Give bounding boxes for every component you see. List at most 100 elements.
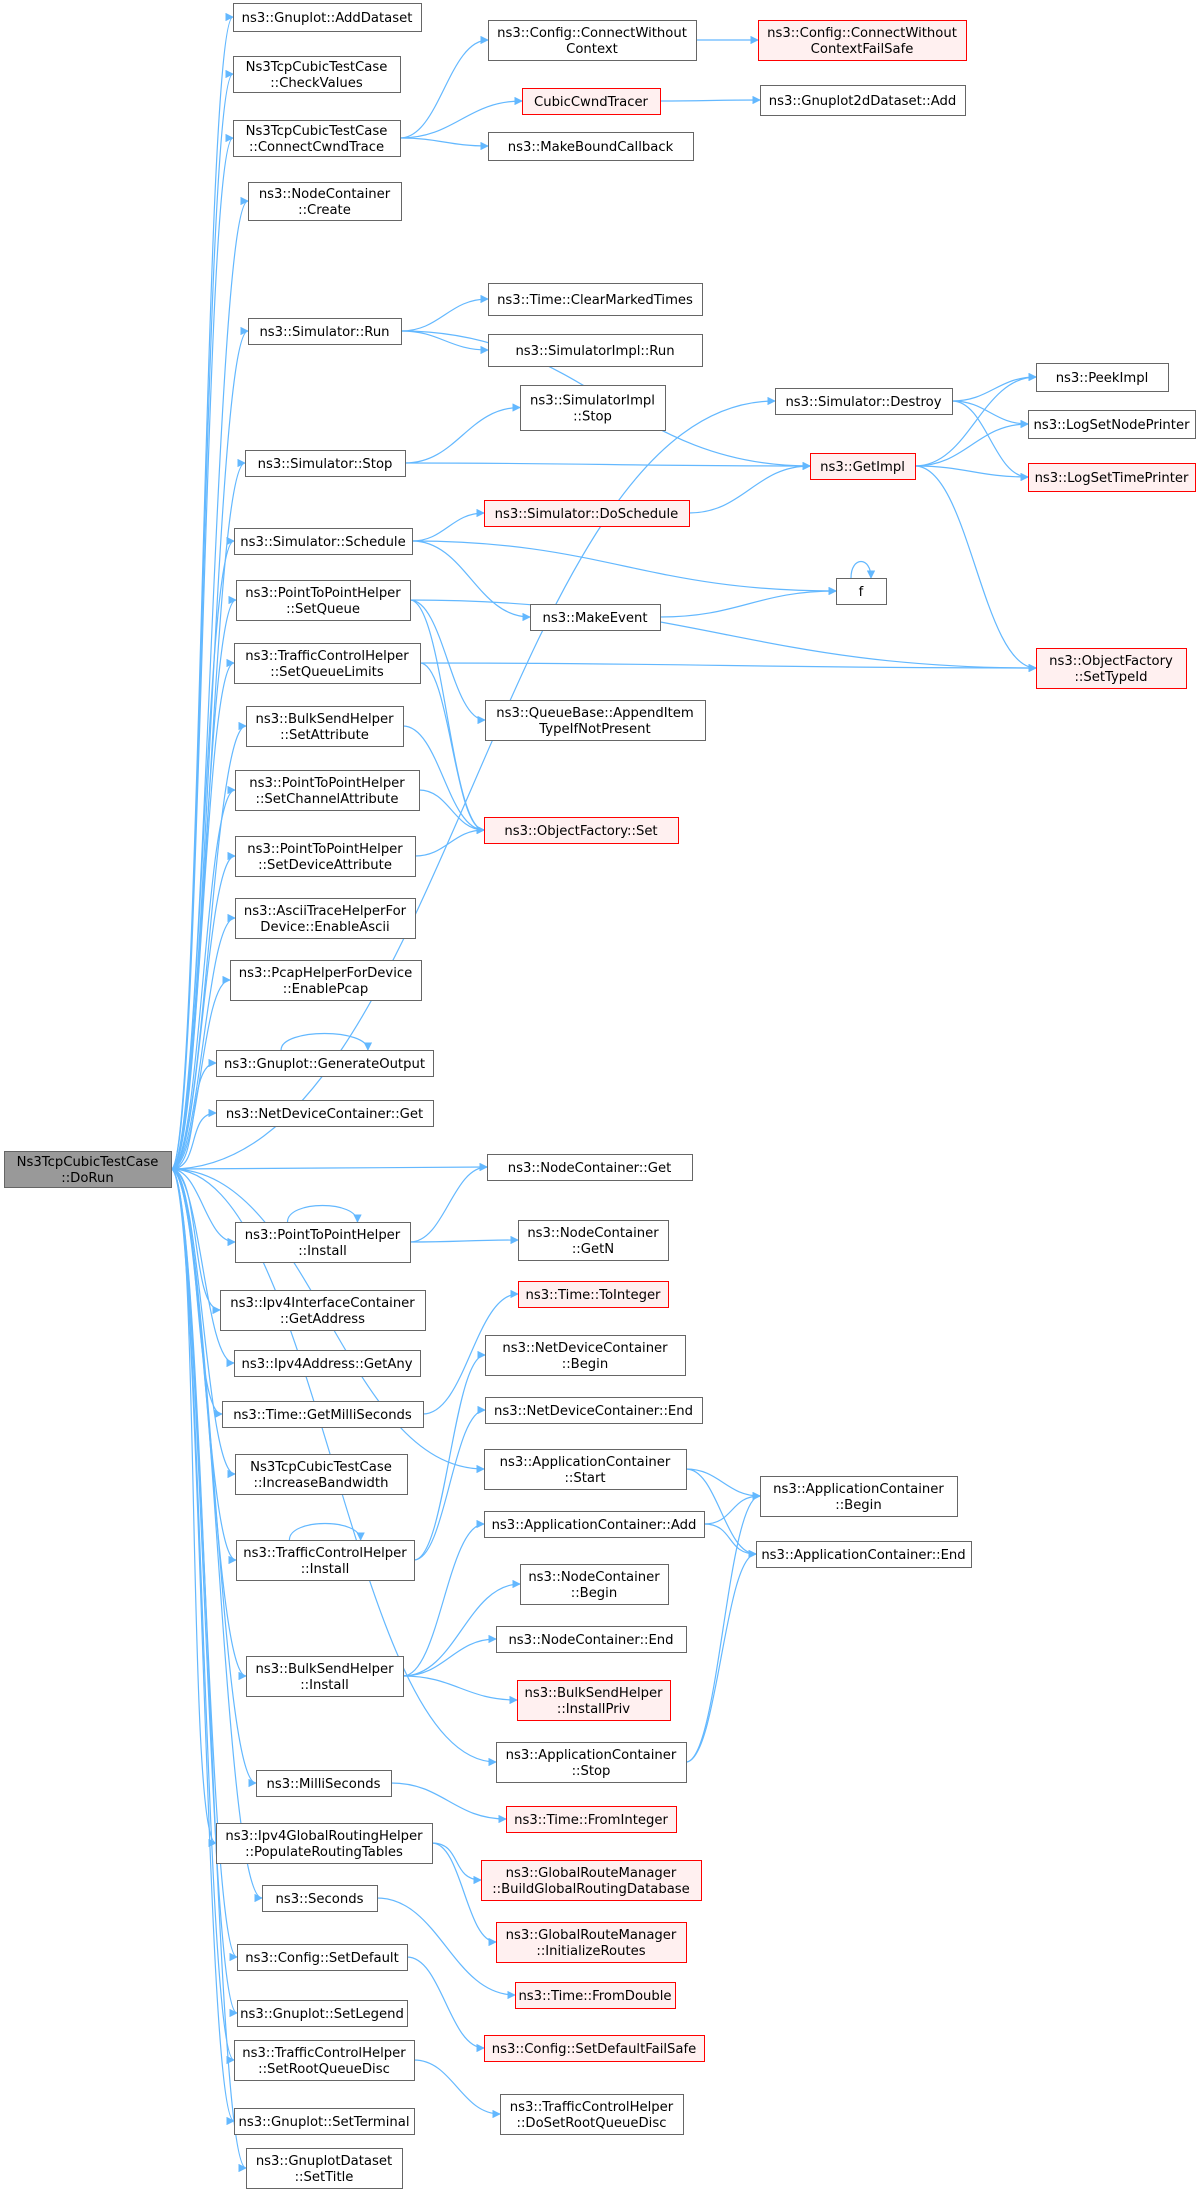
- node-box: [836, 578, 887, 605]
- node-label-line: ::SetTitle: [295, 2170, 354, 2185]
- graph-node-n8[interactable]: ns3::MakeBoundCallback: [488, 132, 694, 161]
- node-box: [233, 56, 401, 93]
- graph-node-n32[interactable]: ns3::AsciiTraceHelperForDevice::EnableAs…: [235, 898, 416, 939]
- edge-n34-to-n34: [280, 1032, 373, 1051]
- graph-node-n56[interactable]: ns3::MilliSeconds: [256, 1770, 392, 1797]
- graph-node-n18[interactable]: ns3::SimulatorImpl::Stop: [520, 385, 666, 431]
- graph-node-n31[interactable]: ns3::PointToPointHelper::SetDeviceAttrib…: [235, 836, 416, 877]
- graph-node-n2[interactable]: Ns3TcpCubicTestCase::CheckValues: [233, 56, 401, 93]
- node-label-line: ::ConnectCwndTrace: [249, 140, 384, 155]
- node-box: [775, 388, 953, 415]
- graph-node-n24[interactable]: ns3::PointToPointHelper::SetQueue: [236, 580, 411, 621]
- graph-node-n6[interactable]: CubicCwndTracer: [522, 88, 661, 115]
- node-label-line: ns3::Simulator::Schedule: [240, 535, 405, 550]
- node-label-line: ::Install: [300, 1678, 349, 1693]
- graph-node-n51[interactable]: ns3::NodeContainer::Begin: [520, 1564, 669, 1605]
- node-label-line: ::GetAddress: [280, 1312, 365, 1327]
- graph-node-n69[interactable]: ns3::GnuplotDataset::SetTitle: [246, 2148, 403, 2189]
- node-label-line: ::InitializeRoutes: [536, 1944, 645, 1959]
- graph-node-n9[interactable]: ns3::NodeContainer::Create: [248, 182, 402, 221]
- graph-node-n25[interactable]: ns3::ObjectFactory::SetTypeId: [1036, 648, 1187, 689]
- edge-root-to-n3: [170, 134, 234, 1170]
- graph-node-n44[interactable]: ns3::NetDeviceContainer::End: [485, 1397, 703, 1424]
- edge-n21-to-n20: [411, 508, 485, 542]
- graph-node-n61[interactable]: ns3::GlobalRouteManager::InitializeRoute…: [496, 1922, 687, 1963]
- graph-node-n10[interactable]: ns3::Simulator::Destroy: [775, 388, 953, 415]
- edge-root-to-n37: [170, 1168, 236, 1247]
- graph-node-n65[interactable]: ns3::Config::SetDefaultFailSafe: [484, 2035, 705, 2062]
- graph-node-n23[interactable]: ns3::MakeEvent: [530, 604, 661, 631]
- graph-node-n3[interactable]: Ns3TcpCubicTestCase::ConnectCwndTrace: [233, 120, 401, 157]
- node-label-line: ns3::QueueBase::AppendItem: [496, 706, 693, 721]
- node-label-line: ::Stop: [572, 1764, 611, 1779]
- graph-node-n36[interactable]: ns3::NodeContainer::Get: [487, 1154, 693, 1181]
- graph-node-n38[interactable]: ns3::NodeContainer::GetN: [518, 1220, 669, 1261]
- graph-node-n42[interactable]: ns3::NetDeviceContainer::Begin: [485, 1335, 686, 1376]
- node-label-line: ns3::Simulator::Stop: [258, 457, 393, 472]
- graph-node-n67[interactable]: ns3::TrafficControlHelper::DoSetRootQueu…: [500, 2094, 684, 2135]
- graph-node-n27[interactable]: ns3::QueueBase::AppendItemTypeIfNotPrese…: [485, 700, 706, 741]
- graph-node-n1[interactable]: ns3::Gnuplot::AddDataset: [233, 3, 422, 32]
- node-label-line: ns3::SimulatorImpl::Run: [515, 344, 674, 359]
- graph-node-n48[interactable]: ns3::ApplicationContainer::Add: [484, 1511, 705, 1538]
- node-label-line: Ns3TcpCubicTestCase: [246, 60, 388, 75]
- graph-node-n68[interactable]: ns3::Gnuplot::SetTerminal: [234, 2108, 415, 2135]
- graph-node-n43[interactable]: ns3::Time::GetMilliSeconds: [222, 1401, 424, 1428]
- graph-node-n40[interactable]: ns3::Time::ToInteger: [518, 1281, 669, 1308]
- graph-node-n16[interactable]: ns3::LogSetNodePrinter: [1028, 410, 1196, 439]
- edge-n11-to-n25: [914, 465, 1037, 673]
- graph-node-n35[interactable]: ns3::NetDeviceContainer::Get: [216, 1100, 434, 1127]
- graph-node-n50[interactable]: ns3::TrafficControlHelper::Install: [236, 1540, 415, 1581]
- graph-node-n46[interactable]: ns3::ApplicationContainer::Start: [484, 1449, 687, 1490]
- graph-node-n66[interactable]: ns3::TrafficControlHelper::SetRootQueueD…: [234, 2040, 415, 2081]
- graph-node-n49[interactable]: ns3::ApplicationContainer::End: [756, 1541, 972, 1568]
- graph-node-n21[interactable]: ns3::Simulator::Schedule: [234, 528, 413, 555]
- graph-node-n62[interactable]: ns3::Config::SetDefault: [237, 1944, 408, 1971]
- graph-node-n20[interactable]: ns3::Simulator::DoSchedule: [484, 500, 690, 527]
- graph-node-n47[interactable]: ns3::ApplicationContainer::Begin: [760, 1476, 958, 1517]
- graph-node-n37[interactable]: ns3::PointToPointHelper::Install: [235, 1222, 411, 1263]
- graph-node-n33[interactable]: ns3::PcapHelperForDevice::EnablePcap: [230, 960, 422, 1001]
- graph-node-n58[interactable]: ns3::Ipv4GlobalRoutingHelper::PopulateRo…: [216, 1823, 433, 1864]
- graph-node-n15[interactable]: ns3::PeekImpl: [1036, 363, 1169, 392]
- node-label-line: ns3::ApplicationContainer: [773, 1482, 944, 1497]
- graph-node-n26[interactable]: ns3::TrafficControlHelper::SetQueueLimit…: [234, 643, 421, 684]
- graph-node-n63[interactable]: ns3::Time::FromDouble: [515, 1982, 676, 2009]
- graph-node-n54[interactable]: ns3::BulkSendHelper::InstallPriv: [517, 1680, 671, 1721]
- graph-node-n57[interactable]: ns3::Time::FromInteger: [506, 1806, 677, 1833]
- node-label-line: ::Stop: [573, 410, 612, 425]
- graph-node-n41[interactable]: ns3::Ipv4Address::GetAny: [234, 1350, 421, 1377]
- graph-node-n12[interactable]: ns3::Simulator::Run: [248, 318, 402, 345]
- graph-node-n64[interactable]: ns3::Gnuplot::SetLegend: [237, 2000, 408, 2027]
- node-box: [220, 1290, 426, 1331]
- graph-node-n55[interactable]: ns3::ApplicationContainer::Stop: [496, 1742, 687, 1783]
- graph-node-n45[interactable]: Ns3TcpCubicTestCase::IncreaseBandwidth: [235, 1454, 408, 1495]
- graph-node-n59[interactable]: ns3::GlobalRouteManager::BuildGlobalRout…: [481, 1860, 702, 1901]
- node-box: [485, 700, 706, 741]
- graph-node-n13[interactable]: ns3::Time::ClearMarkedTimes: [488, 283, 703, 316]
- node-label-line: ns3::Simulator::Destroy: [785, 395, 941, 410]
- graph-node-n30[interactable]: ns3::ObjectFactory::Set: [484, 817, 679, 844]
- node-label-line: ns3::Gnuplot::SetTerminal: [239, 2115, 410, 2130]
- graph-node-n52[interactable]: ns3::NodeContainer::End: [496, 1626, 687, 1653]
- graph-node-n14[interactable]: ns3::SimulatorImpl::Run: [488, 334, 703, 367]
- graph-node-n17[interactable]: ns3::LogSetTimePrinter: [1028, 463, 1196, 492]
- node-label-line: ns3::Time::GetMilliSeconds: [233, 1408, 412, 1423]
- node-box: [233, 3, 422, 32]
- graph-node-root[interactable]: Ns3TcpCubicTestCase::DoRun: [4, 1151, 172, 1188]
- graph-node-n28[interactable]: ns3::BulkSendHelper::SetAttribute: [246, 706, 404, 747]
- graph-node-n39[interactable]: ns3::Ipv4InterfaceContainer::GetAddress: [220, 1290, 426, 1331]
- node-box: [235, 898, 416, 939]
- graph-node-n22[interactable]: f: [836, 578, 887, 605]
- graph-node-n11[interactable]: ns3::GetImpl: [810, 453, 916, 480]
- edge-n19-to-n11: [404, 461, 811, 471]
- graph-node-n7[interactable]: ns3::Gnuplot2dDataset::Add: [760, 85, 966, 116]
- edge-n11-to-n17: [914, 465, 1029, 482]
- graph-node-n53[interactable]: ns3::BulkSendHelper::Install: [246, 1656, 404, 1697]
- graph-node-n5[interactable]: ns3::Config::ConnectWithoutContextFailSa…: [758, 20, 967, 61]
- graph-node-n29[interactable]: ns3::PointToPointHelper::SetChannelAttri…: [235, 770, 420, 811]
- graph-node-n34[interactable]: ns3::Gnuplot::GenerateOutput: [216, 1050, 434, 1077]
- graph-node-n19[interactable]: ns3::Simulator::Stop: [245, 450, 406, 477]
- graph-node-n60[interactable]: ns3::Seconds: [262, 1885, 378, 1912]
